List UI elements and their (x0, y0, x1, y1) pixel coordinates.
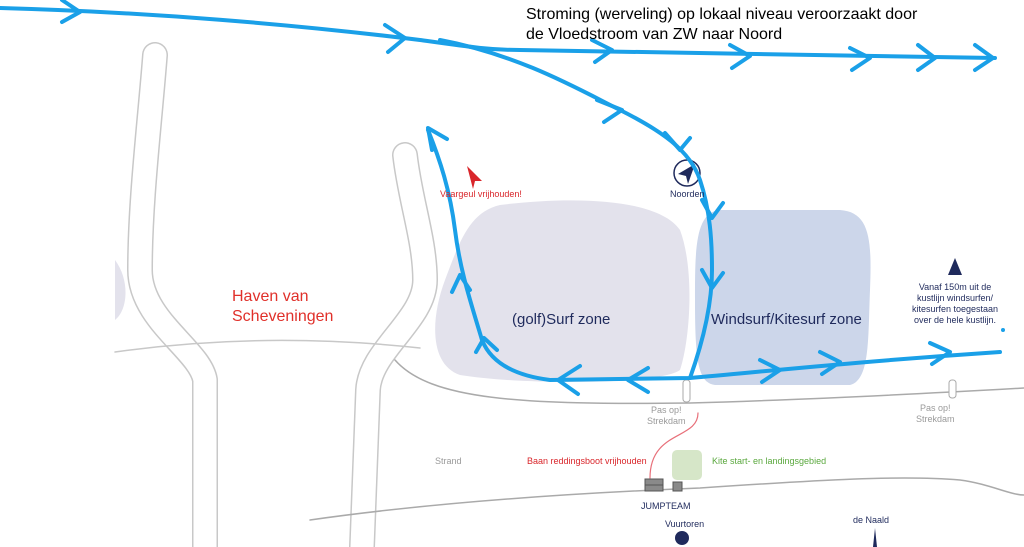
note-line-4: over de hele kustlijn. (914, 315, 997, 325)
boulevard-line (309, 477, 1024, 521)
note-line-2: kustlijn windsurfen/ (917, 293, 994, 303)
compass-label: Noorden (670, 189, 705, 199)
fairway-arrow-icon (467, 166, 482, 189)
harbour-edge (114, 339, 421, 353)
title-line-2: de Vloedstroom van ZW naar Noord (526, 26, 783, 43)
groyne-warning-2-line-2: Strekdam (916, 414, 955, 424)
groyne-1 (682, 379, 691, 403)
groyne-warning-1: Pas op! Strekdam (647, 405, 686, 427)
lighthouse-icon (675, 531, 689, 545)
lifeboat-lane-line (649, 412, 699, 479)
needle-icon (873, 528, 877, 547)
title-line-1: Stroming (werveling) op lokaal niveau ve… (526, 6, 918, 23)
kite-zone-label: Windsurf/Kitesurf zone (711, 311, 862, 328)
lighthouse-label: Vuurtoren (665, 519, 705, 529)
surf-permission-note: Vanaf 150m uit de kustlijn windsurfen/ k… (912, 282, 998, 326)
groyne-warning-2-line-1: Pas op! (919, 403, 951, 413)
shoreline (394, 359, 1024, 405)
jumpteam-label: JUMPTEAM (641, 501, 691, 511)
harbour-label: Haven van Scheveningen (232, 287, 333, 327)
surf-zone-label: (golf)Surf zone (512, 311, 611, 328)
note-line-3: kitesurfen toegestaan (912, 304, 999, 314)
pier-right (349, 142, 438, 547)
kite-area (672, 450, 702, 480)
harbour-line-2: Scheveningen (232, 308, 334, 325)
beach-label: Strand (435, 456, 462, 466)
groyne-warning-1-line-2: Strekdam (647, 416, 686, 426)
groyne-warning-1-line-1: Pas op! (650, 405, 682, 415)
fairway-warning: Vaargeul vrijhouden! (440, 189, 522, 199)
current-chevrons (60, 0, 995, 396)
kite-zone-area (695, 210, 871, 385)
current-dot (1001, 328, 1005, 332)
harbour-wall-piece (115, 260, 126, 320)
pier-left (127, 42, 218, 547)
lifeboat-lane-label: Baan reddingsboot vrijhouden (527, 456, 647, 466)
surf-zone-area (435, 200, 690, 382)
kite-area-label: Kite start- en landingsgebied (712, 456, 827, 466)
map-title: Stroming (werveling) op lokaal niveau ve… (526, 5, 917, 45)
groyne-2 (948, 379, 957, 399)
harbour-line-1: Haven van (232, 288, 309, 305)
needle-label: de Naald (853, 515, 890, 525)
note-line-1: Vanaf 150m uit de (918, 282, 992, 292)
groyne-warning-2: Pas op! Strekdam (916, 403, 955, 425)
jumpteam-building (644, 478, 683, 492)
north-arrow-icon (948, 258, 962, 275)
